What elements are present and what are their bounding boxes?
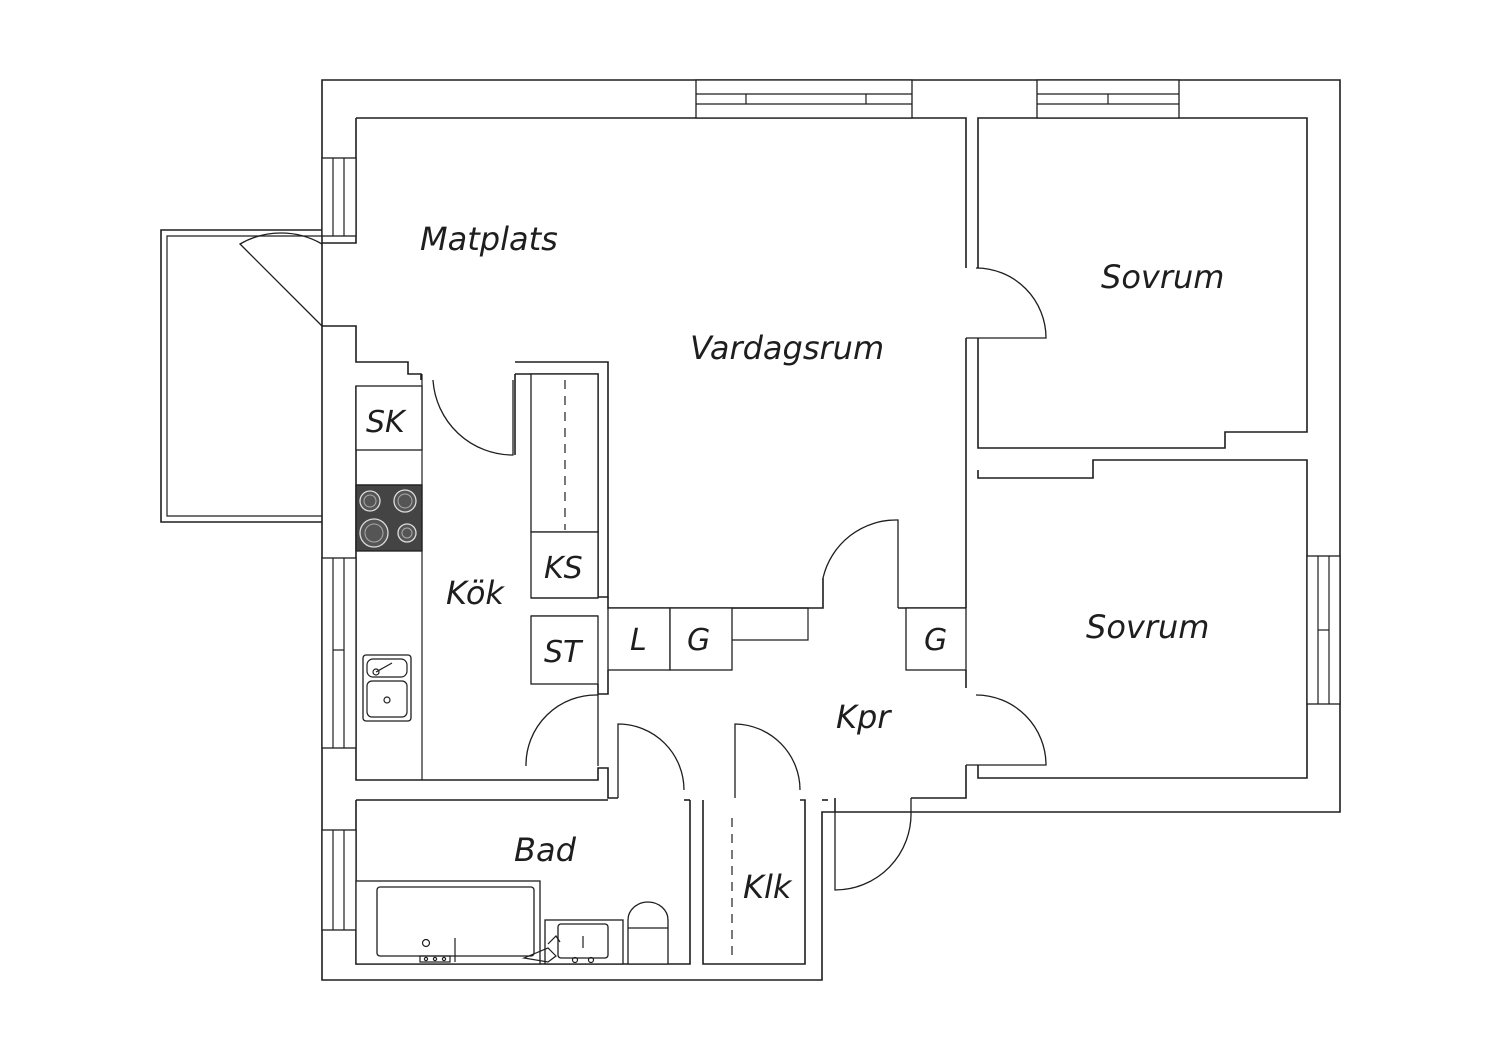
room-label-bad: Bad xyxy=(514,831,577,869)
fixture-label-sk: SK xyxy=(366,405,407,440)
kitchen-sink xyxy=(362,654,412,722)
window-living-top xyxy=(695,79,913,119)
fixture-g-left-box xyxy=(669,607,733,671)
window-kitchen-left xyxy=(321,557,357,749)
fixture-st-box xyxy=(530,615,599,685)
fixture-ks-box xyxy=(530,531,599,599)
room-label-kpr: Kpr xyxy=(836,698,892,736)
bathroom-sink xyxy=(521,919,624,965)
bathtub xyxy=(355,880,541,965)
fixture-label-g-left: G xyxy=(687,623,710,658)
fixture-label-ks: KS xyxy=(544,551,583,586)
door-bedroom-top xyxy=(966,267,1047,339)
door-kitchen xyxy=(432,379,514,456)
fixture-label-g-right: G xyxy=(924,623,947,658)
kitchen-cabinets xyxy=(514,361,824,695)
doors xyxy=(238,232,1047,891)
outer-walls xyxy=(321,79,1341,981)
stove xyxy=(355,484,423,552)
room-label-sovrum-top: Sovrum xyxy=(1101,258,1224,296)
windows xyxy=(321,79,1341,931)
window-dining-left xyxy=(321,157,357,237)
balcony xyxy=(160,229,322,523)
fixture-label-st: ST xyxy=(544,635,584,670)
fixture-g-right-box xyxy=(905,607,967,671)
window-bedroom-right xyxy=(1306,555,1341,705)
room-label-matplats: Matplats xyxy=(420,220,558,258)
room-label-vardagsrum: Vardagsrum xyxy=(690,329,884,367)
door-bath xyxy=(617,723,685,798)
fixture-labels: SK KS ST L G G xyxy=(366,405,947,670)
fixture-sk-box xyxy=(355,385,423,451)
fixture-label-l: L xyxy=(630,623,647,658)
toilet xyxy=(627,901,669,965)
room-label-kok: Kök xyxy=(446,574,505,612)
fixture-l-box xyxy=(607,607,671,671)
room-labels: Matplats Vardagsrum Sovrum Sovrum Kök Kp… xyxy=(420,220,1224,906)
hall-storage xyxy=(607,607,967,671)
door-kitchen-hall xyxy=(525,694,599,767)
window-bedroom-top xyxy=(1036,79,1180,119)
room-label-klk: Klk xyxy=(743,868,793,906)
door-entrance xyxy=(834,798,912,891)
door-balcony xyxy=(238,232,323,327)
door-bedroom-bottom xyxy=(966,694,1047,766)
window-bath-left xyxy=(321,829,357,931)
fixtures xyxy=(355,361,967,965)
door-closet xyxy=(734,723,801,798)
room-label-sovrum-bottom: Sovrum xyxy=(1086,608,1209,646)
door-hall-corridor xyxy=(822,519,899,608)
